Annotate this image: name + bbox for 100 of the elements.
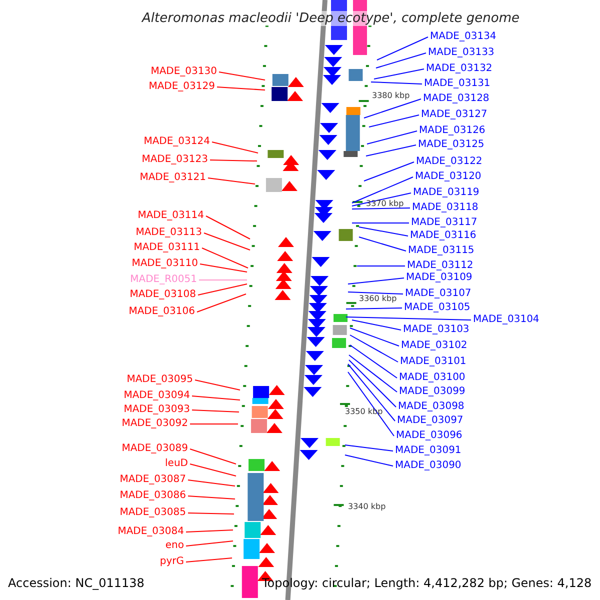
gene-label: MADE_03126 <box>419 125 486 137</box>
gene-label: MADE_03113 <box>136 227 202 239</box>
leader-line <box>206 216 250 240</box>
leader-line <box>212 142 258 154</box>
gene-label: MADE_03120 <box>415 171 482 183</box>
leader-line <box>198 284 248 296</box>
leader-line <box>374 68 424 80</box>
gene-label: MADE_03101 <box>400 356 466 368</box>
leader-line <box>208 178 256 184</box>
leader-line <box>364 162 414 182</box>
accession-note: Accession: NC_011138 <box>8 576 144 590</box>
leader-line <box>348 372 394 436</box>
leader-line <box>376 52 426 68</box>
gene-label: leuD <box>165 458 188 470</box>
gene-label: MADE_03087 <box>120 474 186 486</box>
leader-line <box>350 328 400 346</box>
gene-label: MADE_03090 <box>395 460 462 472</box>
gene-label: MADE_03112 <box>407 260 474 272</box>
leader-line <box>186 540 234 546</box>
gene-label: MADE_03106 <box>128 306 195 318</box>
leader-line <box>352 176 414 204</box>
leader-line <box>346 316 472 320</box>
leader-line <box>188 480 236 486</box>
leader-line <box>350 334 398 362</box>
leader-line <box>350 344 398 378</box>
axis-tick-label: 3370 kbp <box>366 199 404 209</box>
leader-line <box>204 232 250 250</box>
gene-label: MADE_03102 <box>401 340 468 352</box>
leader-line <box>348 292 404 294</box>
gene-label: MADE_03091 <box>395 445 462 457</box>
gene-label: MADE_03099 <box>399 386 466 398</box>
leader-line <box>202 248 248 268</box>
leader-line <box>370 82 422 84</box>
gene-label: MADE_03123 <box>142 154 208 166</box>
gene-label: MADE_03089 <box>122 443 188 455</box>
leader-line <box>344 444 394 452</box>
leader-line <box>190 448 236 464</box>
leader-line <box>218 72 266 80</box>
leader-line <box>344 454 394 466</box>
gene-label: MADE_03098 <box>398 401 464 413</box>
gene-label: MADE_03093 <box>124 404 190 416</box>
gene-label: MADE_03125 <box>418 139 484 151</box>
gene-label: MADE_03095 <box>126 374 193 386</box>
gene-label: MADE_03114 <box>138 210 204 222</box>
genome-summary-note: Topology: circular; Length: 4,412,282 bp; Genes: 4,128 <box>262 576 592 590</box>
gene-label: MADE_03128 <box>423 93 490 105</box>
gene-label: MADE_03119 <box>413 187 480 199</box>
leader-line <box>358 236 406 252</box>
leader-line <box>366 144 416 156</box>
leader-line <box>188 512 234 514</box>
gene-label: MADE_03107 <box>405 288 472 300</box>
leader-line <box>194 380 240 390</box>
gene-label: MADE_03108 <box>130 289 196 301</box>
gene-label: MADE_03133 <box>428 47 494 59</box>
leader-line <box>352 208 410 210</box>
gene-label: MADE_03085 <box>120 507 186 519</box>
leader-line <box>364 98 422 118</box>
gene-label: MADE_03121 <box>140 172 206 184</box>
leader-line <box>346 308 402 310</box>
leader-line <box>352 192 412 206</box>
gene-label: MADE_03116 <box>410 230 476 242</box>
axis-tick-label: 3360 kbp <box>359 294 397 304</box>
gene-label: MADE_03105 <box>404 302 470 314</box>
leader-line <box>366 130 418 144</box>
leader-line <box>186 558 232 562</box>
gene-label: MADE_03127 <box>421 109 488 121</box>
gene-label: MADE_03122 <box>416 156 482 168</box>
axis-tick-label: 3380 kbp <box>372 91 410 101</box>
leader-line <box>376 36 428 60</box>
gene-label: MADE_03103 <box>403 324 470 336</box>
leader-line <box>190 464 236 476</box>
leader-line <box>186 530 234 532</box>
gene-label: MADE_03092 <box>122 418 188 430</box>
leader-line <box>196 294 246 312</box>
gene-label: MADE_03086 <box>120 490 186 502</box>
title: Alteromonas macleodii 'Deep ecotype', complete genome <box>140 11 522 26</box>
leader-line <box>348 360 396 408</box>
gene-label: eno <box>165 540 184 552</box>
leader-line <box>348 278 404 284</box>
gene-label: MADE_R0051 <box>130 274 197 286</box>
gene-label: MADE_03100 <box>399 372 466 384</box>
gene-label: MADE_03132 <box>426 63 492 75</box>
gene-label: MADE_03117 <box>411 217 478 229</box>
gene-label: MADE_03118 <box>412 202 478 214</box>
leader-line <box>348 354 398 392</box>
gene-label: pyrG <box>160 556 184 568</box>
axis-tick-label: 3340 kbp <box>348 502 386 512</box>
leader-line <box>200 264 248 272</box>
gene-label: MADE_03104 <box>473 314 540 326</box>
gene-label: MADE_03134 <box>430 31 496 43</box>
leader-line <box>192 410 240 412</box>
leader-line <box>348 364 396 422</box>
gene-label: MADE_03097 <box>397 415 464 427</box>
leader-line <box>358 226 408 236</box>
leader-line <box>192 396 240 400</box>
gene-label: MADE_03094 <box>124 390 190 402</box>
leader-line <box>210 160 258 162</box>
gene-label: MADE_03110 <box>132 258 198 270</box>
gene-label: MADE_03109 <box>406 272 472 284</box>
gene-label: MADE_03096 <box>396 430 462 442</box>
